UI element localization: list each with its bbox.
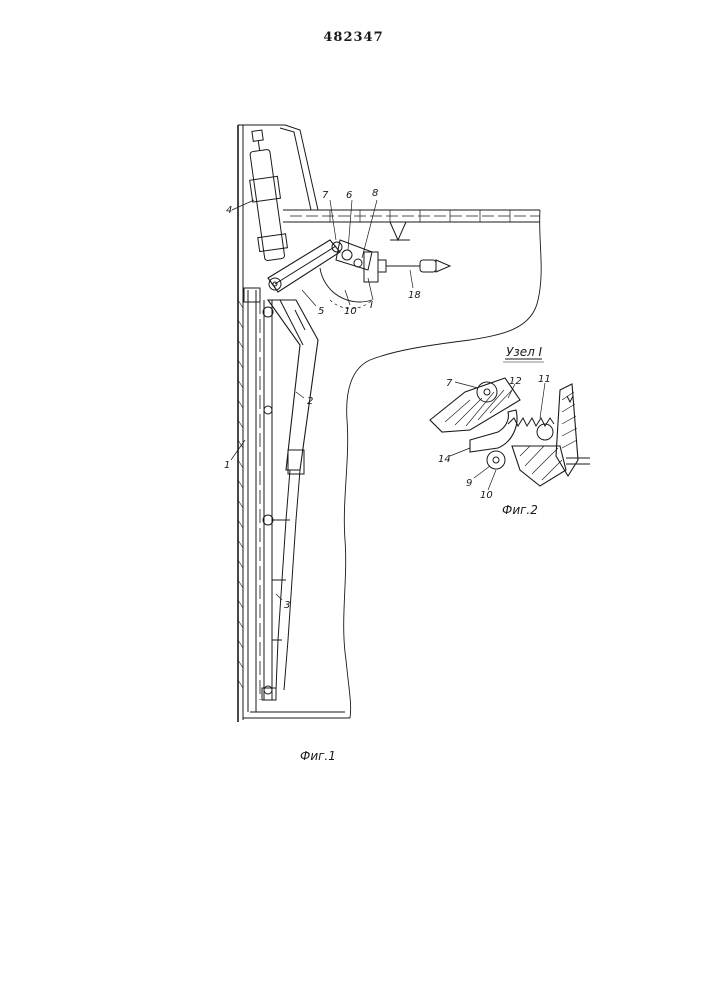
label-8: 8 [372,188,378,199]
figure-1-caption: Фиг.1 [300,749,336,763]
figure-2-title: Узел I [506,345,543,359]
label-18: 18 [408,290,421,301]
label-2-14: 14 [438,454,451,465]
label-6: 6 [346,190,352,201]
label-2-11: 11 [538,374,551,385]
label-2-12: 12 [509,376,522,387]
label-1: 1 [224,460,230,471]
label-2-10: 10 [480,490,493,501]
label-10: 10 [344,306,357,317]
figure-2-caption: Фиг.2 [502,503,538,517]
label-2: 2 [307,396,313,407]
label-2-9: 9 [466,478,472,489]
label-5: 5 [318,306,324,317]
label-3: 3 [284,600,290,611]
label-i: I [370,300,373,311]
figure-1-labels: 4 7 6 8 5 10 I 18 2 1 3 Фиг.1 [224,188,421,763]
label-2-7: 7 [446,378,453,389]
figure-1-drawing [231,125,541,722]
label-4: 4 [226,205,232,216]
label-7: 7 [322,190,329,201]
